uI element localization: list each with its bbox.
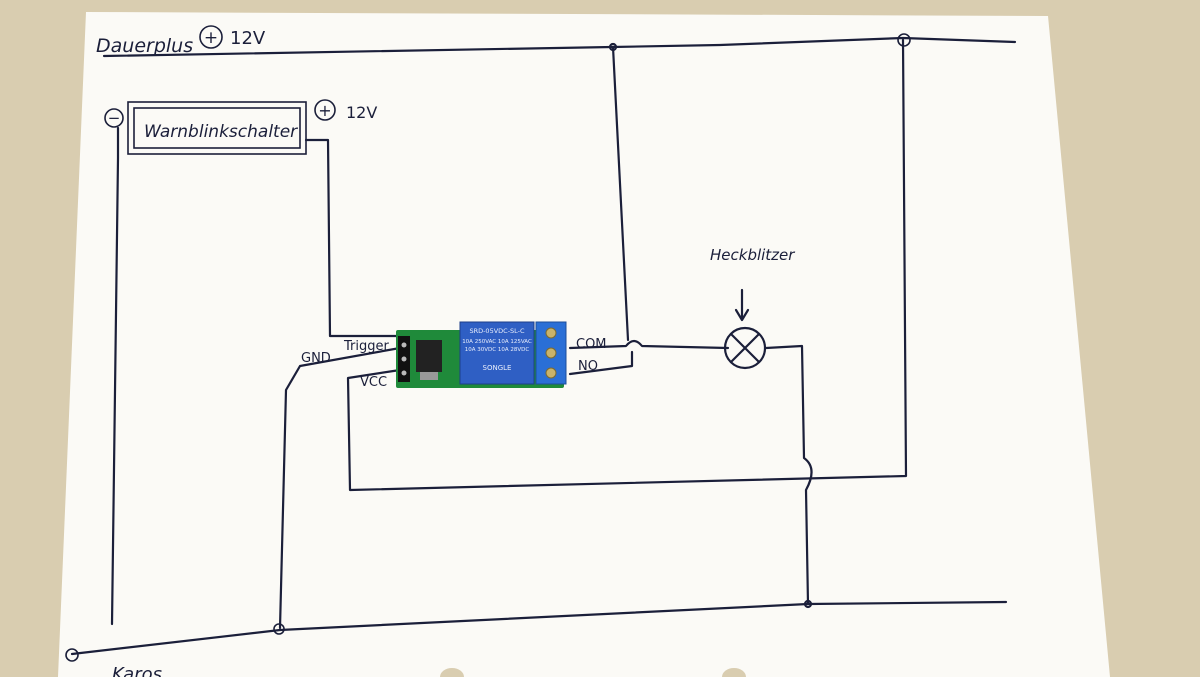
bottom-terminal-left bbox=[65, 648, 79, 662]
relay-spec-1: 10A 250VAC 10A 125VAC bbox=[462, 339, 532, 345]
chip-tab bbox=[420, 372, 438, 380]
wire-vcc bbox=[346, 38, 908, 492]
pin-gnd bbox=[401, 342, 407, 348]
switch-plus-terminal bbox=[314, 99, 336, 121]
rail-bottom-label: Karos bbox=[112, 664, 162, 677]
wire-gnd bbox=[278, 346, 402, 630]
lamp-symbol bbox=[723, 326, 767, 370]
pin-vcc bbox=[401, 370, 407, 376]
bottom-junction-lamp bbox=[803, 599, 813, 609]
wire-switch-trigger bbox=[304, 138, 402, 338]
label-gnd: GND bbox=[301, 351, 331, 366]
wire-com bbox=[568, 339, 730, 350]
screw-com bbox=[545, 327, 557, 339]
wire-com-riser bbox=[611, 45, 630, 342]
wire-top-rail bbox=[102, 36, 1017, 58]
label-com: COM bbox=[576, 337, 607, 352]
binder-hole bbox=[440, 668, 464, 677]
wire-no bbox=[568, 350, 634, 376]
label-vcc: VCC bbox=[360, 375, 387, 390]
plus-symbol bbox=[199, 25, 223, 49]
wire-bottom-rail bbox=[70, 600, 1008, 656]
relay-spec-2: 10A 30VDC 10A 28VDC bbox=[465, 347, 530, 353]
switch-plus-sign: + bbox=[318, 101, 331, 120]
switch-label: Warnblinkschalter bbox=[144, 122, 298, 142]
relay-brand: SONGLE bbox=[483, 364, 512, 372]
plus-sign: + bbox=[204, 28, 218, 48]
binder-hole bbox=[722, 668, 746, 677]
switch-voltage: 12V bbox=[346, 103, 377, 122]
wire-lamp-out bbox=[764, 344, 813, 606]
lamp-cross bbox=[729, 332, 761, 364]
wire-switch-minus bbox=[110, 126, 120, 626]
switch-minus-terminal bbox=[104, 108, 124, 128]
relay-body bbox=[459, 321, 535, 385]
label-trigger: Trigger bbox=[343, 339, 389, 354]
label-no: NO bbox=[578, 359, 598, 374]
rail-top-label: Dauerplus bbox=[96, 35, 193, 57]
flasher-label: Heckblitzer bbox=[710, 246, 795, 264]
paper-sheet bbox=[58, 12, 1110, 677]
rail-top-voltage: 12V bbox=[230, 28, 266, 49]
minus-sign: − bbox=[108, 109, 121, 127]
bottom-junction-gnd bbox=[273, 623, 285, 635]
flasher-arrow bbox=[734, 288, 750, 322]
screw-no bbox=[545, 367, 557, 379]
relay-model: SRD-05VDC-SL-C bbox=[469, 327, 525, 335]
switch-box-inner bbox=[133, 107, 301, 149]
transistor-chip bbox=[416, 340, 442, 372]
screw-mid bbox=[545, 347, 557, 359]
switch-box-outer bbox=[127, 101, 307, 155]
relay-module: SRD-05VDC-SL-C 10A 250VAC 10A 125VAC 10A… bbox=[396, 321, 567, 388]
pin-trigger bbox=[401, 356, 407, 362]
